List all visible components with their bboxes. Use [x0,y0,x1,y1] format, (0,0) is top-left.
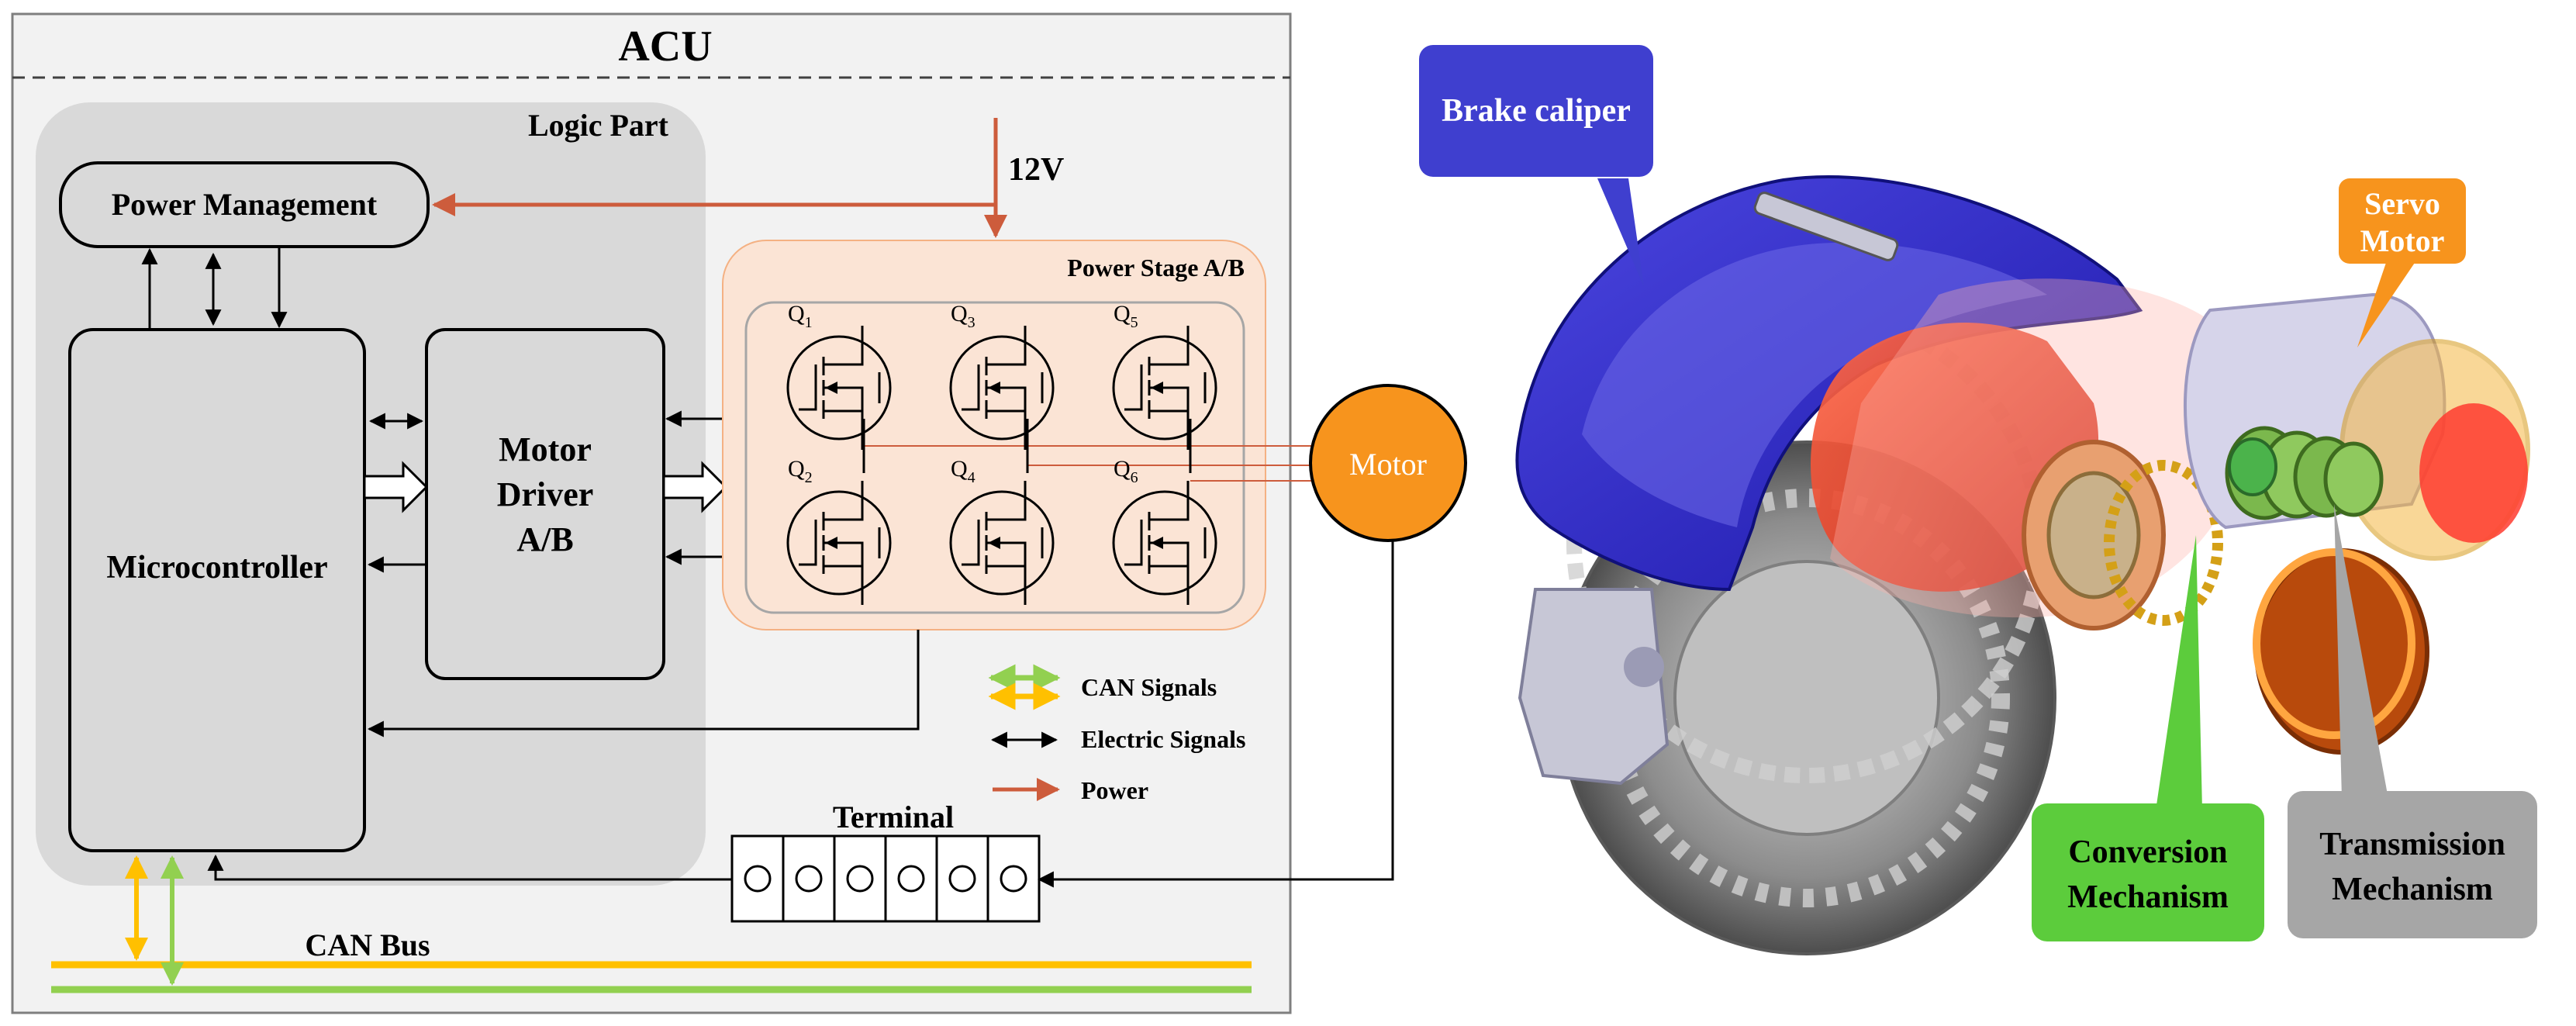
terminal-label: Terminal [833,800,954,834]
supply-label: 12V [1008,152,1064,188]
servo-gear-red [2419,403,2528,543]
bridge-rails [862,419,1192,473]
power-management-block [59,161,430,248]
terminal-pin [730,834,785,923]
acu-title: ACU [618,22,712,71]
mosfet-label-q4: Q4 [951,456,975,486]
terminal-pin [986,834,1041,923]
disc-hub [1673,560,1940,836]
power-stage-area [722,240,1266,630]
brake-caliper-callout: Brake caliper [1419,45,1653,287]
transmission-gear-rim [2253,548,2415,739]
power-management-label: Power Management [112,187,378,222]
legend: CAN Signals Electric Signals Power [988,664,1245,804]
terminal-pin [833,834,887,923]
motor-to-terminal-line [1037,541,1394,888]
caliper-inner [1582,242,2047,527]
legend-electric-label: Electric Signals [1081,725,1245,753]
motor-driver-block [425,328,665,680]
conversion-line-2: Mechanism [2067,879,2229,915]
conversion-ring [2046,471,2141,599]
legend-can-label: CAN Signals [1081,673,1217,701]
gear-hub-green [2228,437,2277,496]
brake-illustration: Brake caliper Servo Motor Conversion Mec… [1419,45,2537,955]
terminal-pin [935,834,989,923]
terminal-block [730,834,1041,923]
microcontroller-label: Microcontroller [106,550,327,586]
acu-diagram: ACU Logic Part Power Management Microcon… [11,12,1467,1014]
mosfet-q2: Q2 [786,456,892,605]
motor-driver-line-1: Motor [499,430,592,468]
power-stage-label: Power Stage A/B [1067,254,1245,282]
bearing-ring [2104,460,2223,626]
mosfet-label-q2: Q2 [788,456,813,486]
transmission-line-1: Transmission [2319,827,2505,862]
legend-power-label: Power [1081,776,1148,804]
servo-motor-line-1: Servo [2364,186,2440,221]
caliper-bracket [1518,588,1670,786]
motor-symbol [1309,384,1467,542]
servo-motor-line-2: Motor [2360,223,2445,258]
terminal-pin [782,834,836,923]
motor-label: Motor [1349,447,1427,482]
motor-driver-line-2: Driver [497,475,594,513]
transistor-bridge [744,301,1245,614]
terminal-to-mcu-line [207,854,732,881]
driver-stage-hollow-arrow [662,461,728,513]
can-bus-label: CAN Bus [305,928,430,962]
mosfet-q4: Q4 [949,456,1055,605]
caliper-clip [1753,192,1899,261]
servo-motor-callout: Servo Motor [2339,178,2466,347]
transmission-line-2: Mechanism [2332,872,2493,907]
mcu-driver-hollow-arrow [363,461,429,513]
motor-driver-line-3: A/B [516,520,573,558]
disc-vent-ring [1604,489,2010,907]
stage-feedback-line [367,630,920,738]
transmission-mechanism-callout: Transmission Mechanism [2288,504,2537,938]
microcontroller-block [68,328,366,852]
logic-part-label: Logic Part [528,108,669,143]
motor-phase-wires [864,445,1312,482]
mosfet-q6: Q6 [1112,456,1217,605]
mosfet-q3: Q3 [949,301,1055,450]
terminal-pin [884,834,938,923]
conversion-mechanism-callout: Conversion Mechanism [2032,535,2264,941]
conversion-line-1: Conversion [2068,834,2227,870]
brake-caliper-label: Brake caliper [1442,93,1631,129]
bracket-bolt [1624,647,1664,687]
